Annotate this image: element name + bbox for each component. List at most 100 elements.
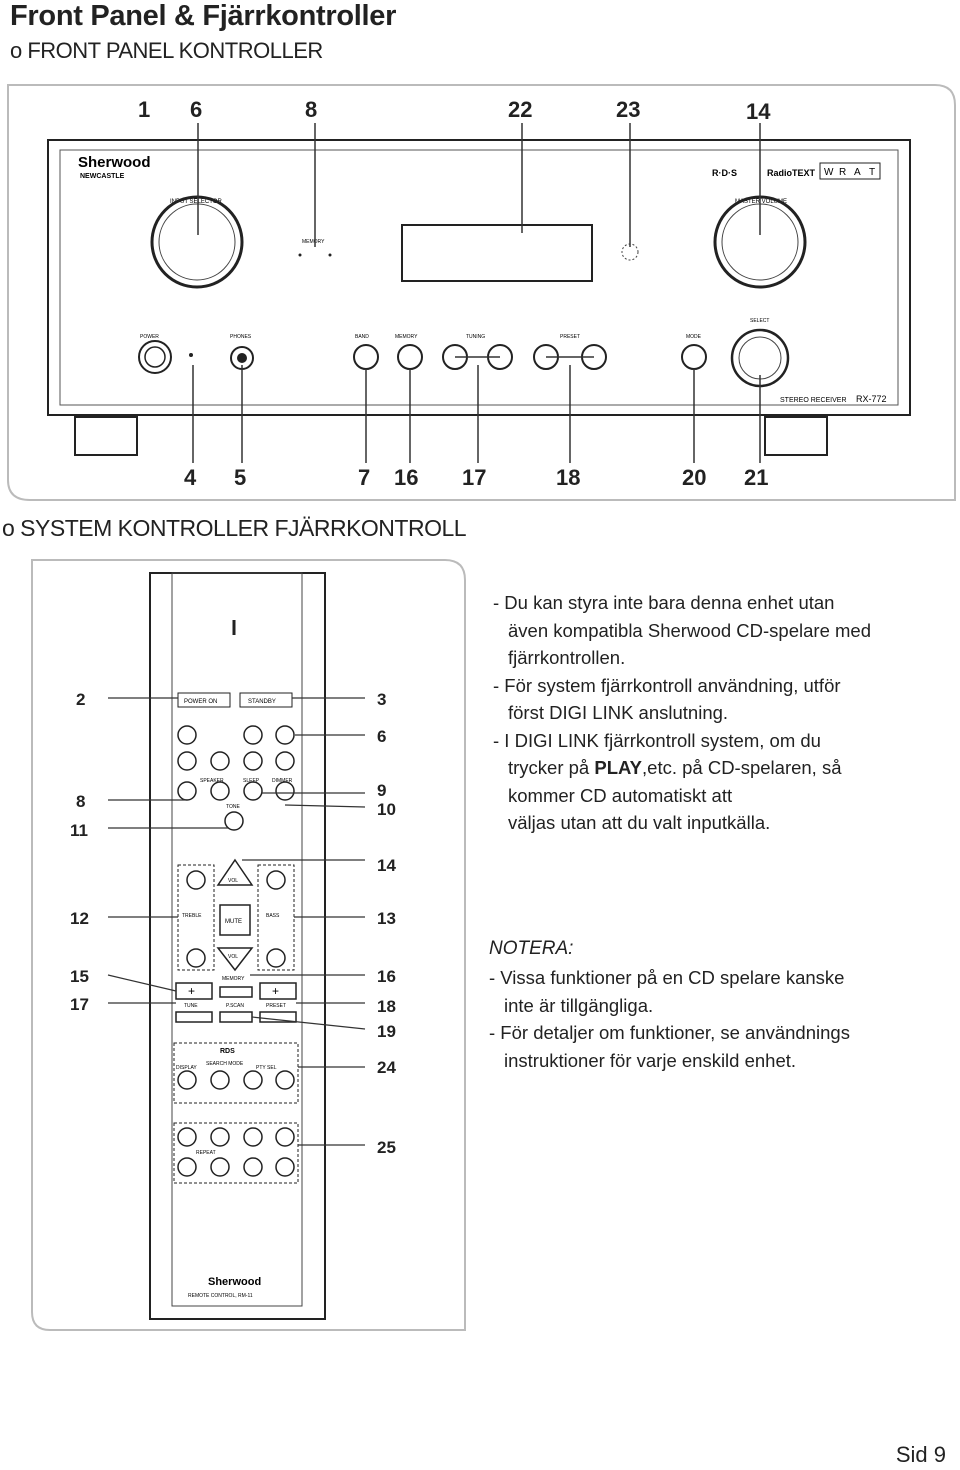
rds-logo: R·D·S [712,168,737,178]
remote-pty-sel-label: PTY SEL [256,1065,277,1071]
remote-callout-19: 19 [377,1022,396,1041]
remote-preset-label: PRESET [266,1003,286,1009]
remote-callout-15: 15 [70,967,89,986]
svg-text:A: A [854,167,861,178]
text-line-1: - Du kan styra inte bara denna enhet uta… [493,592,835,613]
fp-callout-20: 20 [682,465,706,490]
svg-text:W: W [824,167,834,178]
remote-callout-12: 12 [70,909,89,928]
svg-text:T: T [869,167,875,178]
fp-tuning-label: TUNING [466,334,485,340]
note-text: - Vissa funktioner på en CD spelare kans… [489,964,850,1074]
page-title: Front Panel & Fjärrkontroller [10,0,397,32]
remote-pscan-label: P.SCAN [226,1003,244,1009]
remote-callout-8: 8 [76,792,85,811]
fp-select-label: SELECT [750,318,769,324]
remote-model: REMOTE CONTROL, RM-11 [188,1293,253,1299]
remote-callout-13: 13 [377,909,396,928]
fp-callout-17: 17 [462,465,486,490]
power-indicator [189,353,193,357]
remote-diagram: POWER ON STANDBY SPEAKER SLEEP DIMMER TO… [31,559,466,1331]
fp-callout-6: 6 [190,97,202,122]
text-line-4: - För system fjärrkontroll användning, u… [493,674,841,696]
text-line-9: väljas utan att du valt inputkälla. [508,812,771,833]
remote-callout-16: 16 [377,967,396,986]
remote-callout-2: 2 [76,690,85,709]
fp-power-label: POWER [140,334,159,340]
band-button [353,344,379,370]
fp-phones-label: PHONES [230,334,252,340]
remote-power-on-button [177,692,231,708]
remote-callout-14: 14 [377,856,396,875]
section-front-panel-heading: o FRONT PANEL KONTROLLER [10,38,323,63]
note-heading: NOTERA: [489,938,574,959]
svg-text:+: + [188,984,195,998]
fp-input-selector-label: INPUT SELECTOR [170,199,222,205]
fp-memory-label: MEMORY [302,239,325,245]
fp-callout-14: 14 [746,99,771,124]
fp-callout-8: 8 [305,97,317,122]
remote-callout-9: 9 [377,781,386,800]
remote-search-mode-label: SEARCH MODE [206,1061,244,1067]
fp-band-label: BAND [355,334,369,340]
remote-body [149,572,326,1320]
text-line-6: - I DIGI LINK fjärrkontroll system, om d… [493,729,821,751]
play-keyword: PLAY [594,757,643,778]
fp-callout-23: 23 [616,97,640,122]
text-line-5: först DIGI LINK anslutning. [508,702,729,723]
remote-callout-18: 18 [377,997,396,1016]
remote-tune-label: TUNE [184,1003,198,1009]
fp-callout-7: 7 [358,465,370,490]
remote-standby-button [239,692,293,708]
remote-callout-11: 11 [70,821,88,840]
wrat-logo: W R A T [819,162,881,180]
remote-callout-3: 3 [377,690,386,709]
remote-rds-label: RDS [220,1048,235,1055]
fp-callout-16: 16 [394,465,418,490]
text-line-2: även kompatibla Sherwood CD-spelare med [508,619,871,641]
remote-power-on-label: POWER ON [184,699,217,705]
remote-treble-label: TREBLE [182,913,202,919]
section-remote-heading: o SYSTEM KONTROLLER FJÄRRKONTROLL [2,515,467,541]
text-line-7: trycker på PLAY,etc. på CD-spelaren, så [508,757,842,778]
note-line-3: - För detaljer om funktioner, se användn… [489,1022,850,1043]
intro-text: - Du kan styra inte bara denna enhet uta… [493,589,871,837]
text-line-8: kommer CD automatiskt att [508,784,733,806]
front-panel-diagram: Sherwood NEWCASTLE INPUT SELECTOR MASTER… [7,84,956,501]
note-line-1: - Vissa funktioner på en CD spelare kans… [489,967,845,988]
fp-model-text: STEREO RECEIVER [780,397,847,404]
power-button [138,340,172,374]
fp-brand: Sherwood [78,154,151,171]
fp-callout-18: 18 [556,465,580,490]
note-line-4: instruktioner för varje enskild enhet. [504,1049,797,1071]
fp-callout-22: 22 [508,97,532,122]
remote-vol-up-label: VOL [228,878,238,884]
remote-brand: Sherwood [208,1276,261,1288]
remote-callout-25: 25 [377,1138,396,1157]
svg-text:+: + [272,984,279,998]
fp-callout-5: 5 [234,465,246,490]
page-number: Sid 9 [895,1442,946,1467]
fp-callout-21: 21 [744,465,768,490]
remote-repeat-label: REPEAT [196,1150,216,1156]
remote-callout-24: 24 [377,1058,396,1077]
remote-callout-17: 17 [70,995,89,1014]
remote-standby-label: STANDBY [248,699,276,705]
remote-sleep-label: SLEEP [243,778,260,784]
fp-brand-sub: NEWCASTLE [80,173,125,180]
display-window [401,224,593,282]
fp-preset-label: PRESET [560,334,580,340]
radiotext-logo: RadioTEXT [767,168,816,178]
remote-bass-label: BASS [266,913,280,919]
mode-button [681,344,707,370]
remote-mute-label: MUTE [225,919,242,925]
remote-speaker-label: SPEAKER [200,778,224,784]
remote-callout-6: 6 [377,727,386,746]
remote-tone-label: TONE [226,804,240,810]
fp-master-volume-label: MASTER VOLUME [735,199,787,205]
remote-memory-label: MEMORY [222,976,245,982]
input-selector-knob [150,195,244,289]
fp-mode-label: MODE [686,334,702,340]
memory-button [397,344,423,370]
text-line-3: fjärrkontrollen. [508,647,626,668]
